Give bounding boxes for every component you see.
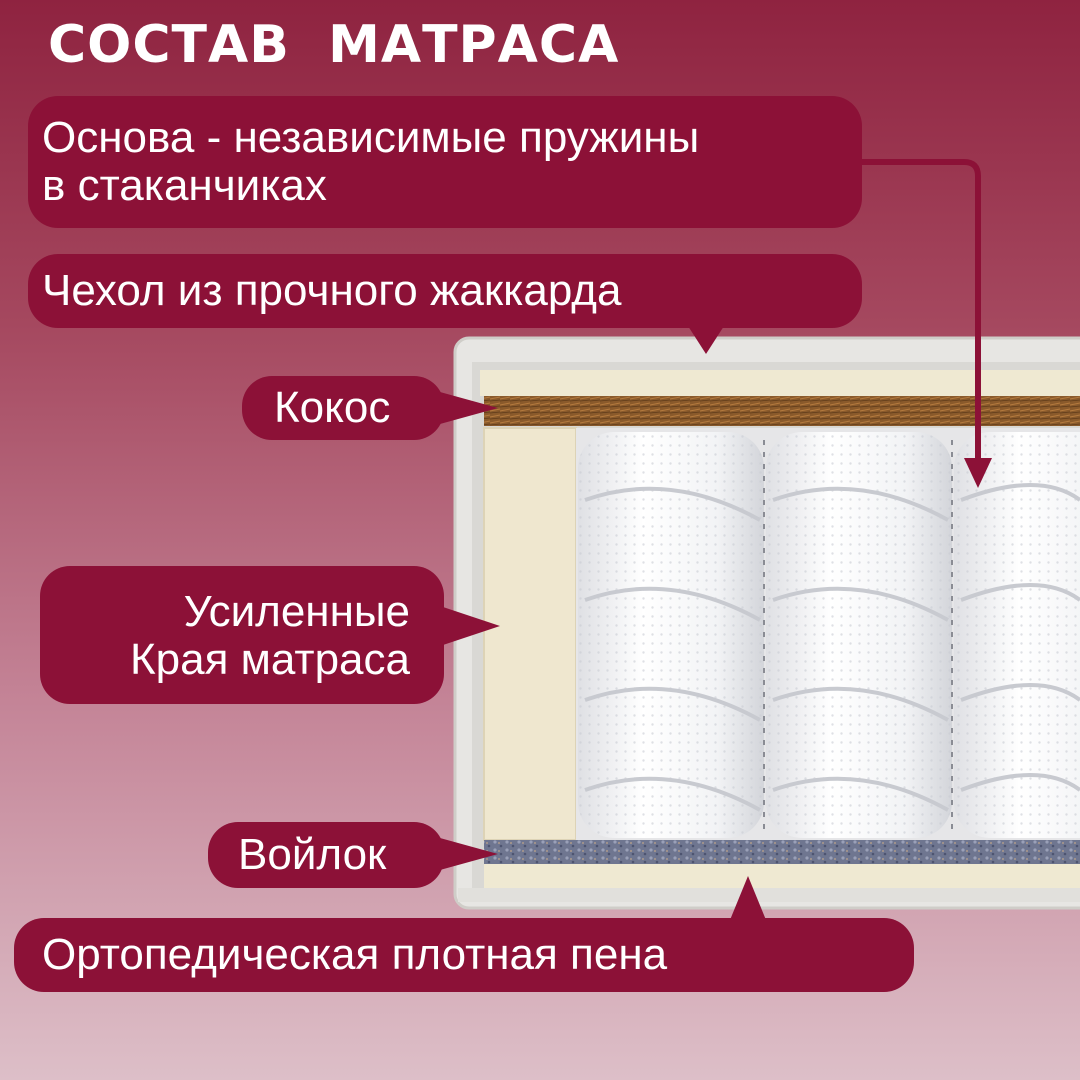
label-cover-text: Чехол из прочного жаккарда	[42, 266, 622, 315]
top-foam-layer	[480, 370, 1080, 396]
pocket-spring-2	[763, 432, 952, 838]
label-base-line-1: Основа - независимые пружины	[42, 113, 700, 162]
pointer-coconut	[440, 392, 498, 424]
pocket-spring-3	[951, 432, 1080, 838]
label-base-springs: Основа - независимые пружины в стаканчик…	[28, 96, 862, 228]
pointer-edges	[440, 606, 500, 646]
label-felt-text: Войлок	[238, 830, 387, 879]
pocket-spring-1	[578, 432, 764, 838]
label-edges-line-2: Края матраса	[130, 635, 410, 684]
bottom-foam-layer	[484, 864, 1080, 888]
pointer-cover	[688, 326, 724, 354]
label-felt: Войлок	[208, 822, 444, 888]
label-edges-line-1: Усиленные	[183, 587, 410, 636]
pointer-felt	[440, 838, 498, 870]
coconut-layer	[484, 396, 1080, 426]
label-foam: Ортопедическая плотная пена	[14, 918, 914, 992]
label-coconut: Кокос	[242, 376, 444, 440]
page-title: СОСТАВ МАТРАСА	[48, 15, 620, 75]
label-cover: Чехол из прочного жаккарда	[28, 254, 862, 328]
label-base-line-2: в стаканчиках	[42, 161, 327, 210]
label-foam-text: Ортопедическая плотная пена	[42, 930, 668, 979]
label-coconut-text: Кокос	[274, 383, 391, 432]
felt-layer	[484, 840, 1080, 864]
label-edges: Усиленные Края матраса	[40, 566, 444, 704]
pointer-foam	[730, 876, 766, 920]
